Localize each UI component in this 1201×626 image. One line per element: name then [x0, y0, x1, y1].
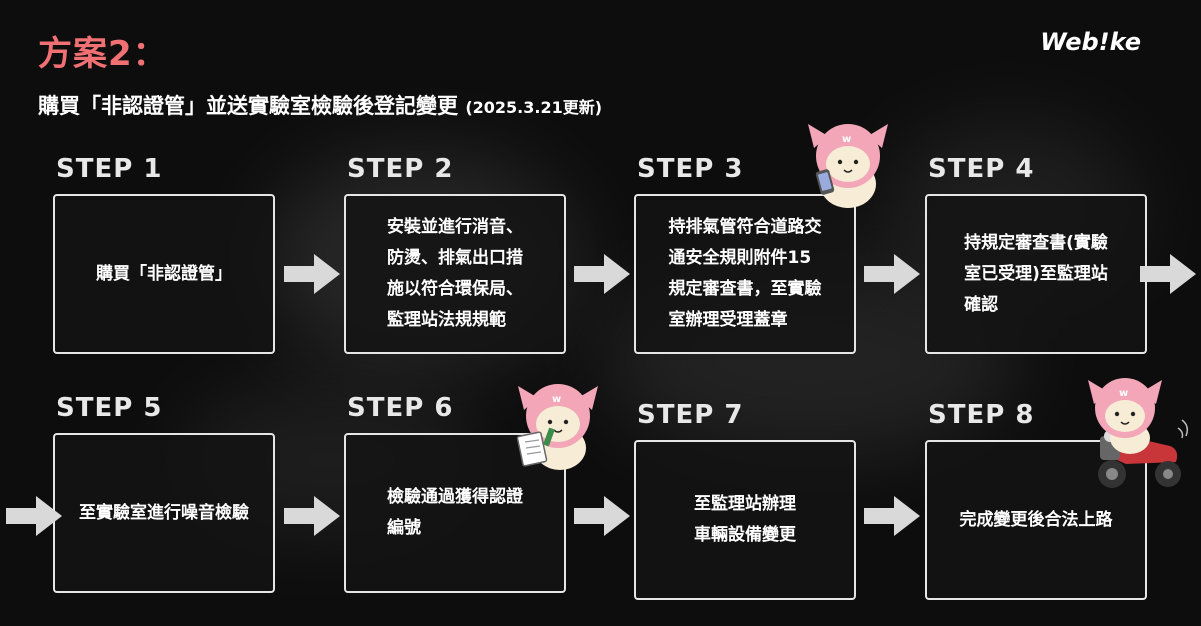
step-3-text: 持排氣管符合道路交 通安全規則附件15 規定審查書，至實驗 室辦理受理蓋章 [668, 217, 822, 330]
arrow-right-icon [574, 496, 630, 536]
subtitle-text: 購買「非認證管」並送實驗室檢驗後登記變更 [38, 94, 458, 118]
step-5-box: 至實驗室進行噪音檢驗 [53, 433, 275, 593]
webike-logo: Web!ke [1040, 28, 1141, 56]
step-7-label: STEP 7 [637, 400, 744, 430]
arrow-right-icon [1140, 254, 1196, 294]
step-8-text: 完成變更後合法上路 [959, 509, 1113, 530]
arrow-right-icon [284, 254, 340, 294]
arrow-right-icon [6, 496, 62, 536]
arrow-right-icon [864, 496, 920, 536]
step-1-text: 購買「非認證管」 [96, 263, 232, 284]
step-6-text: 檢驗通過獲得認證 編號 [387, 487, 523, 538]
svg-text:w: w [842, 134, 851, 145]
step-4-box: 持規定審查書(實驗 室已受理)至監理站 確認 [925, 194, 1147, 354]
cat-clipboard-icon: w [516, 384, 598, 470]
step-8-label: STEP 8 [928, 400, 1035, 430]
step-4-text: 持規定審查書(實驗 室已受理)至監理站 確認 [964, 232, 1108, 315]
step-3-label: STEP 3 [637, 154, 744, 184]
step-2-label: STEP 2 [347, 154, 454, 184]
cat-phone-icon: w [808, 124, 888, 208]
subtitle: 購買「非認證管」並送實驗室檢驗後登記變更 (2025.3.21更新) [38, 90, 602, 120]
svg-text:w: w [1119, 388, 1128, 399]
step-4-label: STEP 4 [928, 154, 1035, 184]
update-date: (2025.3.21更新) [465, 98, 603, 117]
step-5-label: STEP 5 [56, 393, 163, 423]
step-5-text: 至實驗室進行噪音檢驗 [79, 502, 249, 523]
step-1-box: 購買「非認證管」 [53, 194, 275, 354]
step-1-label: STEP 1 [56, 154, 163, 184]
step-6-label: STEP 6 [347, 393, 454, 423]
step-2-box: 安裝並進行消音、 防燙、排氣出口措 施以符合環保局、 監理站法規規範 [344, 194, 566, 354]
cat-scooter-icon: w [1088, 378, 1189, 488]
page-title: 方案2： [38, 34, 168, 74]
svg-text:w: w [552, 394, 561, 405]
arrow-right-icon [574, 254, 630, 294]
step-7-box: 至監理站辦理 車輛設備變更 [634, 440, 856, 600]
step-6-box: 檢驗通過獲得認證 編號 [344, 433, 566, 593]
step-2-text: 安裝並進行消音、 防燙、排氣出口措 施以符合環保局、 監理站法規規範 [387, 217, 523, 330]
arrow-right-icon [864, 254, 920, 294]
step-7-text: 至監理站辦理 車輛設備變更 [694, 494, 796, 545]
arrow-right-icon [284, 496, 340, 536]
step-3-box: 持排氣管符合道路交 通安全規則附件15 規定審查書，至實驗 室辦理受理蓋章 [634, 194, 856, 354]
